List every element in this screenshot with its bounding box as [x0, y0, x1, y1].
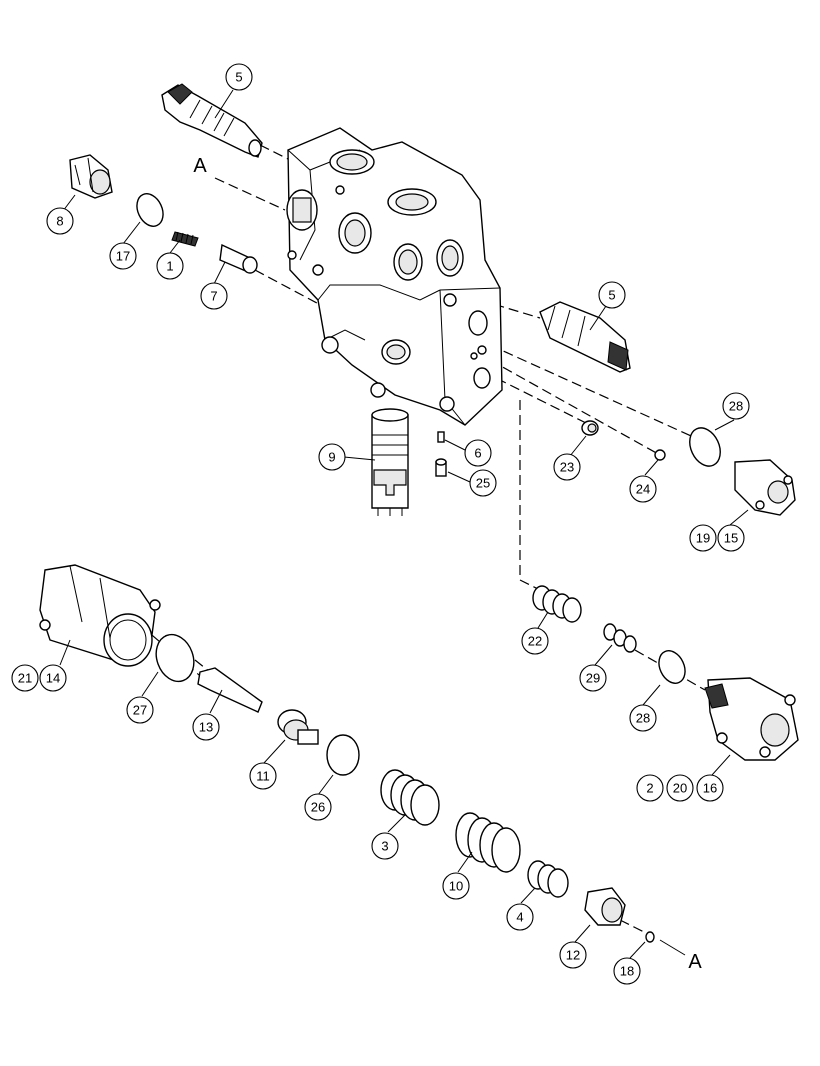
callout-8: 8 — [46, 207, 74, 235]
svg-text:5: 5 — [608, 288, 615, 303]
svg-text:13: 13 — [199, 720, 213, 735]
svg-text:19: 19 — [696, 531, 710, 546]
callout-7: 7 — [200, 282, 228, 310]
svg-text:5: 5 — [235, 70, 242, 85]
svg-text:27: 27 — [133, 703, 147, 718]
relief-valve-5-top — [161, 83, 263, 158]
screw-6 — [437, 431, 445, 443]
svg-text:2: 2 — [646, 781, 653, 796]
retainer-11 — [277, 709, 319, 745]
callout-12: 12 — [559, 941, 587, 969]
callout-27: 27 — [126, 696, 154, 724]
svg-text:22: 22 — [528, 634, 542, 649]
svg-text:6: 6 — [474, 446, 481, 461]
callout-21: 21 — [11, 664, 39, 692]
callout-15: 15 — [717, 524, 745, 552]
o-ring-28-lower — [658, 650, 686, 684]
reference-letter-a-top: A — [193, 155, 207, 177]
callout-1: 1 — [156, 252, 184, 280]
svg-text:26: 26 — [311, 800, 325, 815]
relief-valve-5-right — [539, 301, 631, 373]
callout-6: 6 — [464, 439, 492, 467]
callout-28-upper: 28 — [722, 392, 750, 420]
callout-25: 25 — [469, 469, 497, 497]
callout-5-top: 5 — [225, 63, 253, 91]
spring-22 — [532, 585, 582, 623]
svg-text:11: 11 — [256, 769, 270, 784]
callout-3: 3 — [371, 832, 399, 860]
plug-8 — [69, 154, 113, 199]
screw-25 — [435, 458, 447, 477]
washer-26 — [326, 734, 360, 776]
ring-29 — [603, 623, 637, 653]
callout-29: 29 — [579, 664, 607, 692]
callout-5-right: 5 — [598, 281, 626, 309]
svg-text:18: 18 — [620, 964, 634, 979]
svg-text:16: 16 — [703, 781, 717, 796]
callout-9: 9 — [318, 443, 346, 471]
callout-14: 14 — [39, 664, 67, 692]
callout-13: 13 — [192, 713, 220, 741]
callout-4: 4 — [506, 903, 534, 931]
svg-text:29: 29 — [586, 671, 600, 686]
o-ring-27 — [155, 633, 195, 683]
callout-20: 20 — [666, 774, 694, 802]
callout-24: 24 — [629, 475, 657, 503]
callout-28-lower: 28 — [629, 704, 657, 732]
callout-23: 23 — [553, 453, 581, 481]
svg-text:14: 14 — [46, 671, 60, 686]
sleeve-7 — [219, 243, 258, 274]
svg-text:20: 20 — [673, 781, 687, 796]
cover-16 — [704, 677, 799, 761]
svg-text:1: 1 — [166, 259, 173, 274]
valve-body — [286, 127, 503, 426]
plug-23 — [581, 420, 599, 436]
callout-16: 16 — [696, 774, 724, 802]
svg-text:17: 17 — [116, 249, 130, 264]
reference-letter-a-bottom: A — [688, 951, 702, 973]
spool-9 — [371, 408, 409, 516]
svg-text:28: 28 — [729, 399, 743, 414]
callout-19: 19 — [689, 524, 717, 552]
callout-18: 18 — [613, 957, 641, 985]
callout-26: 26 — [304, 793, 332, 821]
plug-24 — [654, 449, 666, 461]
svg-text:4: 4 — [516, 910, 523, 925]
ring-18 — [645, 931, 655, 943]
spring-4 — [527, 860, 569, 898]
housing-14 — [39, 564, 161, 667]
svg-text:15: 15 — [724, 531, 738, 546]
svg-text:10: 10 — [449, 879, 463, 894]
callout-17: 17 — [109, 242, 137, 270]
seat-12 — [584, 887, 626, 926]
svg-text:8: 8 — [56, 214, 63, 229]
svg-text:25: 25 — [476, 476, 490, 491]
callout-11: 11 — [249, 762, 277, 790]
spring-10 — [455, 812, 521, 873]
svg-text:23: 23 — [560, 460, 574, 475]
callout-2: 2 — [636, 774, 664, 802]
cover-15 — [734, 459, 796, 516]
svg-text:7: 7 — [210, 289, 217, 304]
o-ring-28-upper — [689, 427, 721, 467]
svg-text:3: 3 — [381, 839, 388, 854]
callout-22: 22 — [521, 627, 549, 655]
callout-10: 10 — [442, 872, 470, 900]
svg-text:9: 9 — [328, 450, 335, 465]
spring-3 — [380, 769, 440, 826]
spring-1 — [171, 231, 199, 247]
svg-text:21: 21 — [18, 671, 32, 686]
rod-13 — [197, 667, 263, 713]
o-ring-17 — [136, 193, 164, 227]
svg-text:28: 28 — [636, 711, 650, 726]
svg-text:12: 12 — [566, 948, 580, 963]
callout-leaders — [59, 89, 749, 959]
svg-text:24: 24 — [636, 482, 650, 497]
